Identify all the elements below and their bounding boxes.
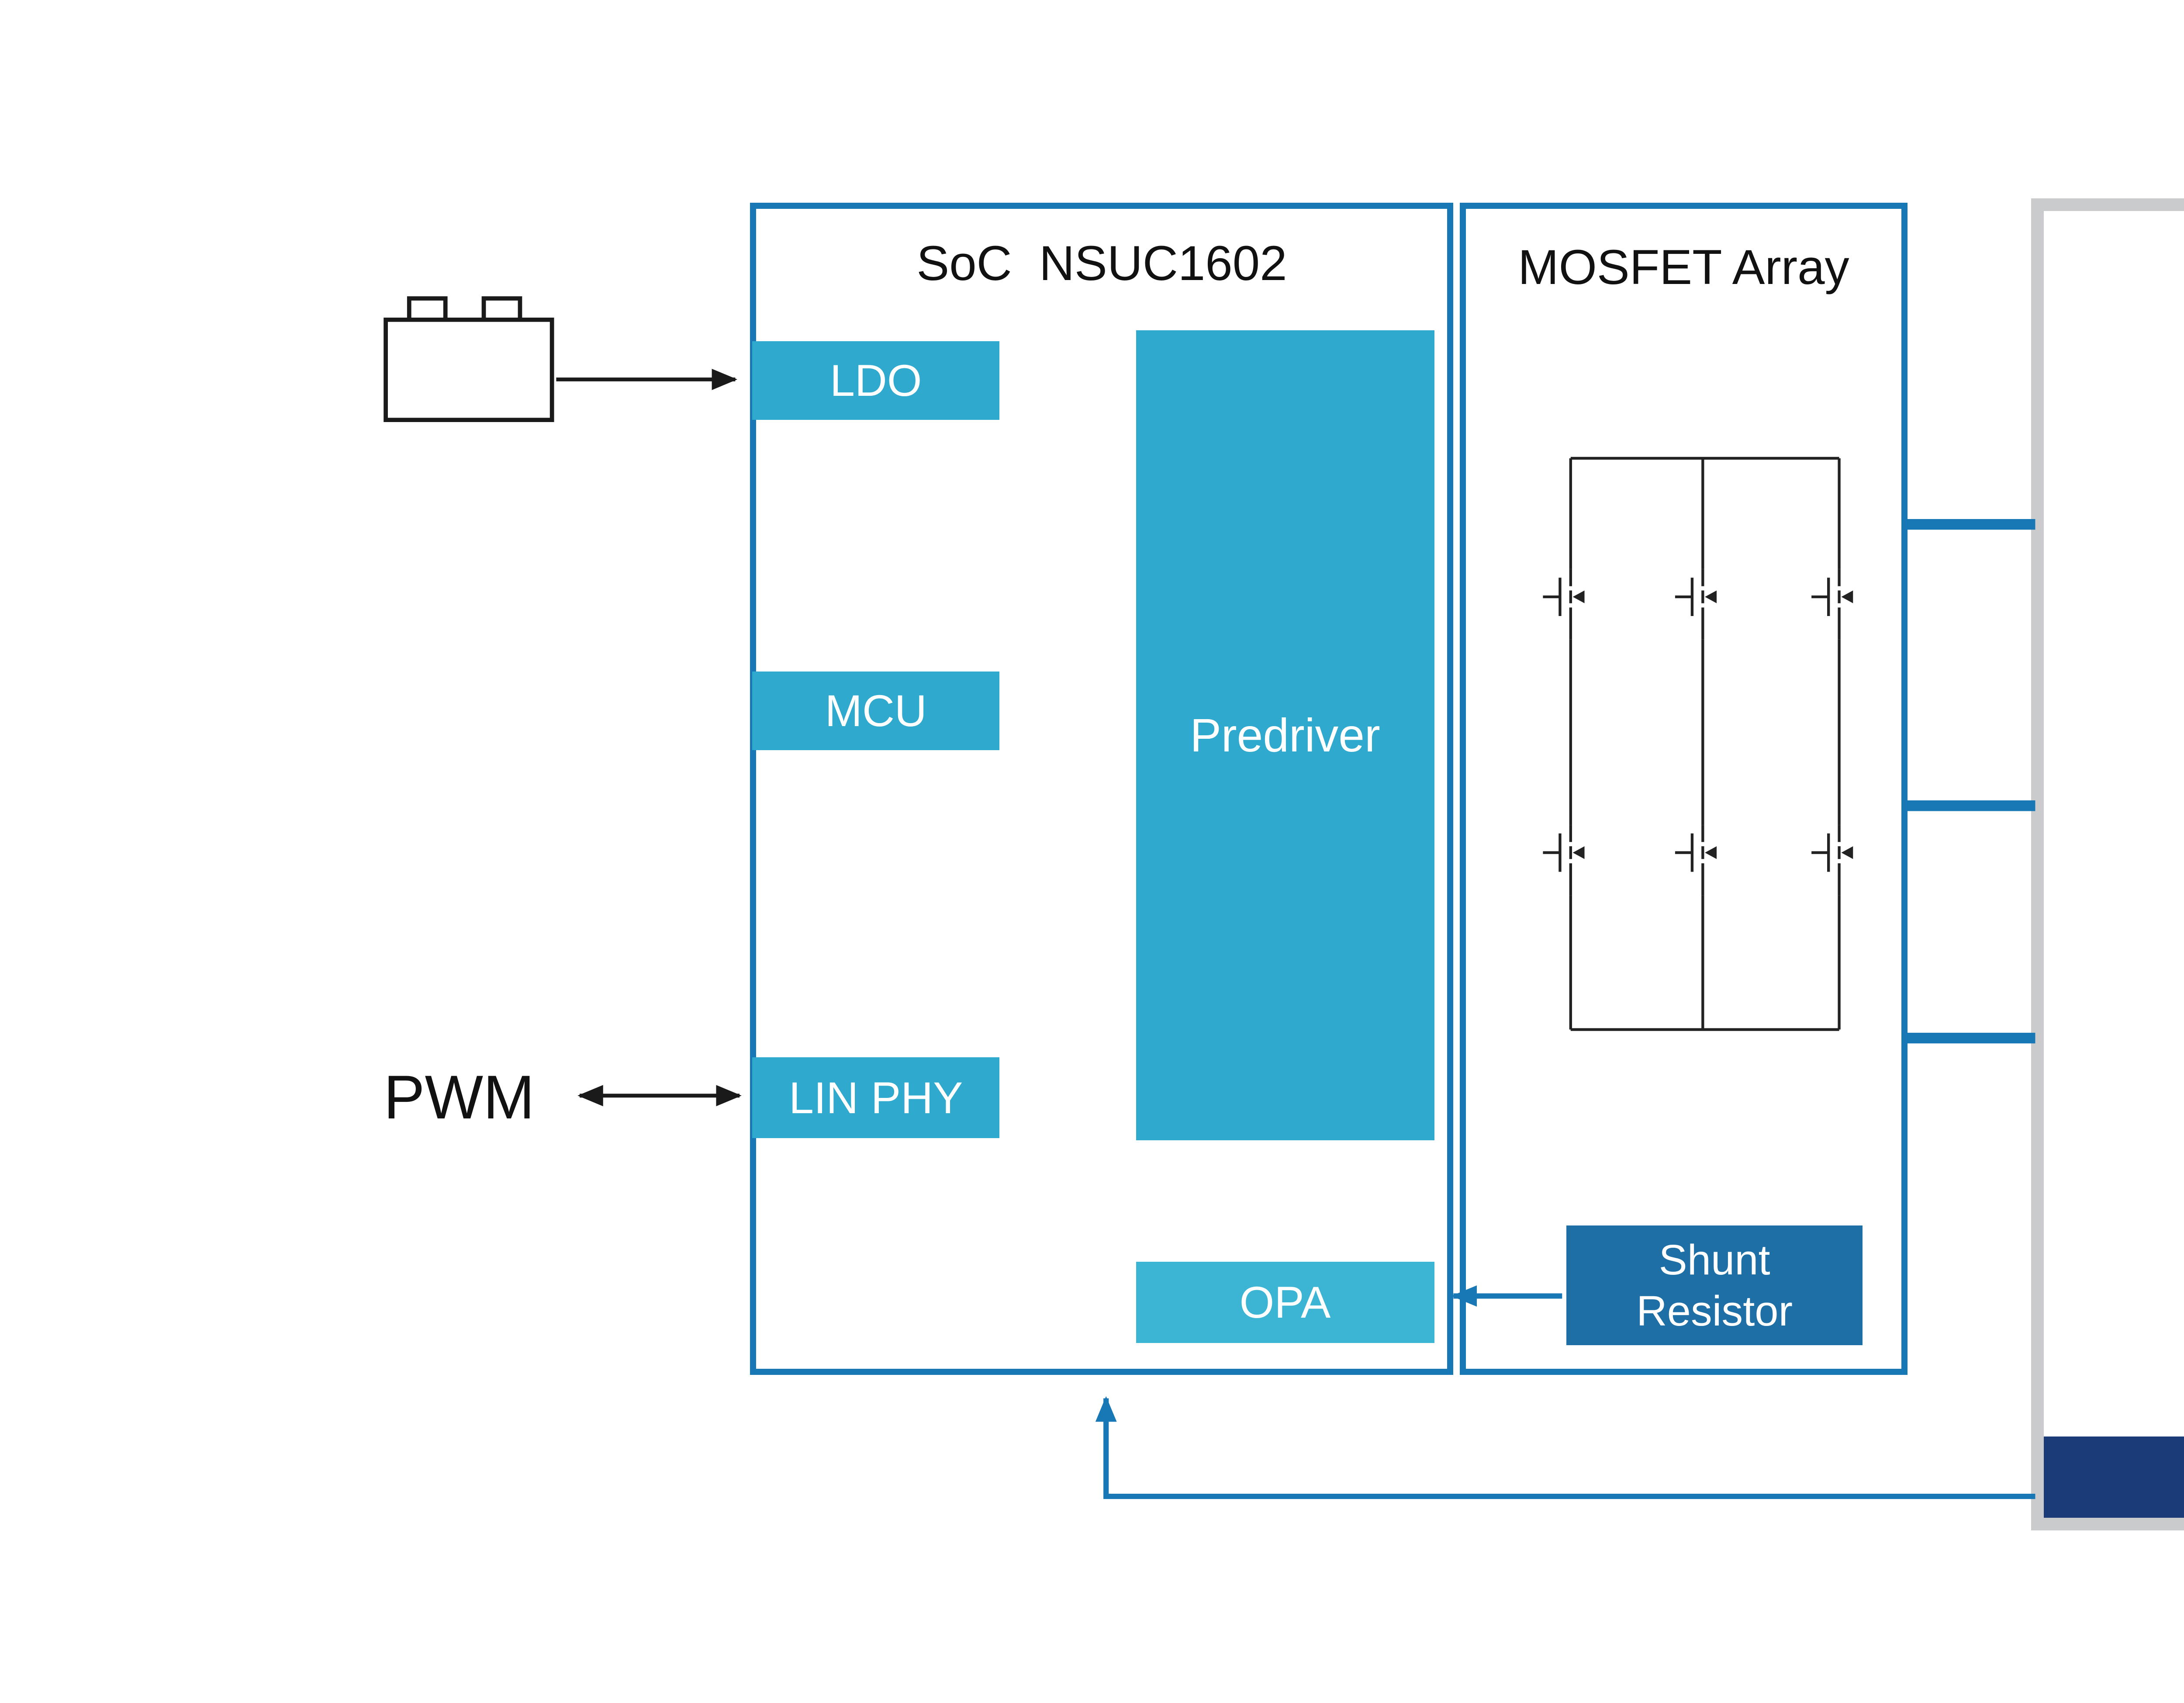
phase-connectors (1907, 519, 2035, 1044)
battery-minus-label: − (418, 337, 439, 376)
battery-voltage-label: 12V (440, 377, 498, 414)
mosfet-array-box (1460, 202, 1908, 1375)
position-sensor-feedback-arrow (1095, 1396, 2035, 1499)
opa-block: OPA (1136, 1262, 1434, 1343)
position-sensor-bar: Position Sensor (2043, 1436, 2184, 1518)
mosfet-array-title: MOSFET Array (1518, 239, 1849, 295)
predriver-block: Predriver (1136, 330, 1434, 1141)
shunt-resistor-label-line2: Resistor (1636, 1287, 1793, 1335)
pwm-label: PWM (384, 1062, 535, 1132)
shunt-resistor-block: Shunt Resistor (1566, 1225, 1863, 1345)
shunt-resistor-label-line1: Shunt (1659, 1236, 1770, 1284)
motor-title: PWSM/BLDC/BDC (2031, 235, 2184, 291)
lin-phy-block: LIN PHY (752, 1057, 1000, 1139)
soc-title: SoC NSUC1602 (916, 235, 1287, 291)
ldo-block: LDO (752, 341, 1000, 420)
mcu-block: MCU (752, 671, 1000, 751)
battery-plus-label: + (494, 335, 516, 376)
motor-box (2031, 198, 2184, 1531)
